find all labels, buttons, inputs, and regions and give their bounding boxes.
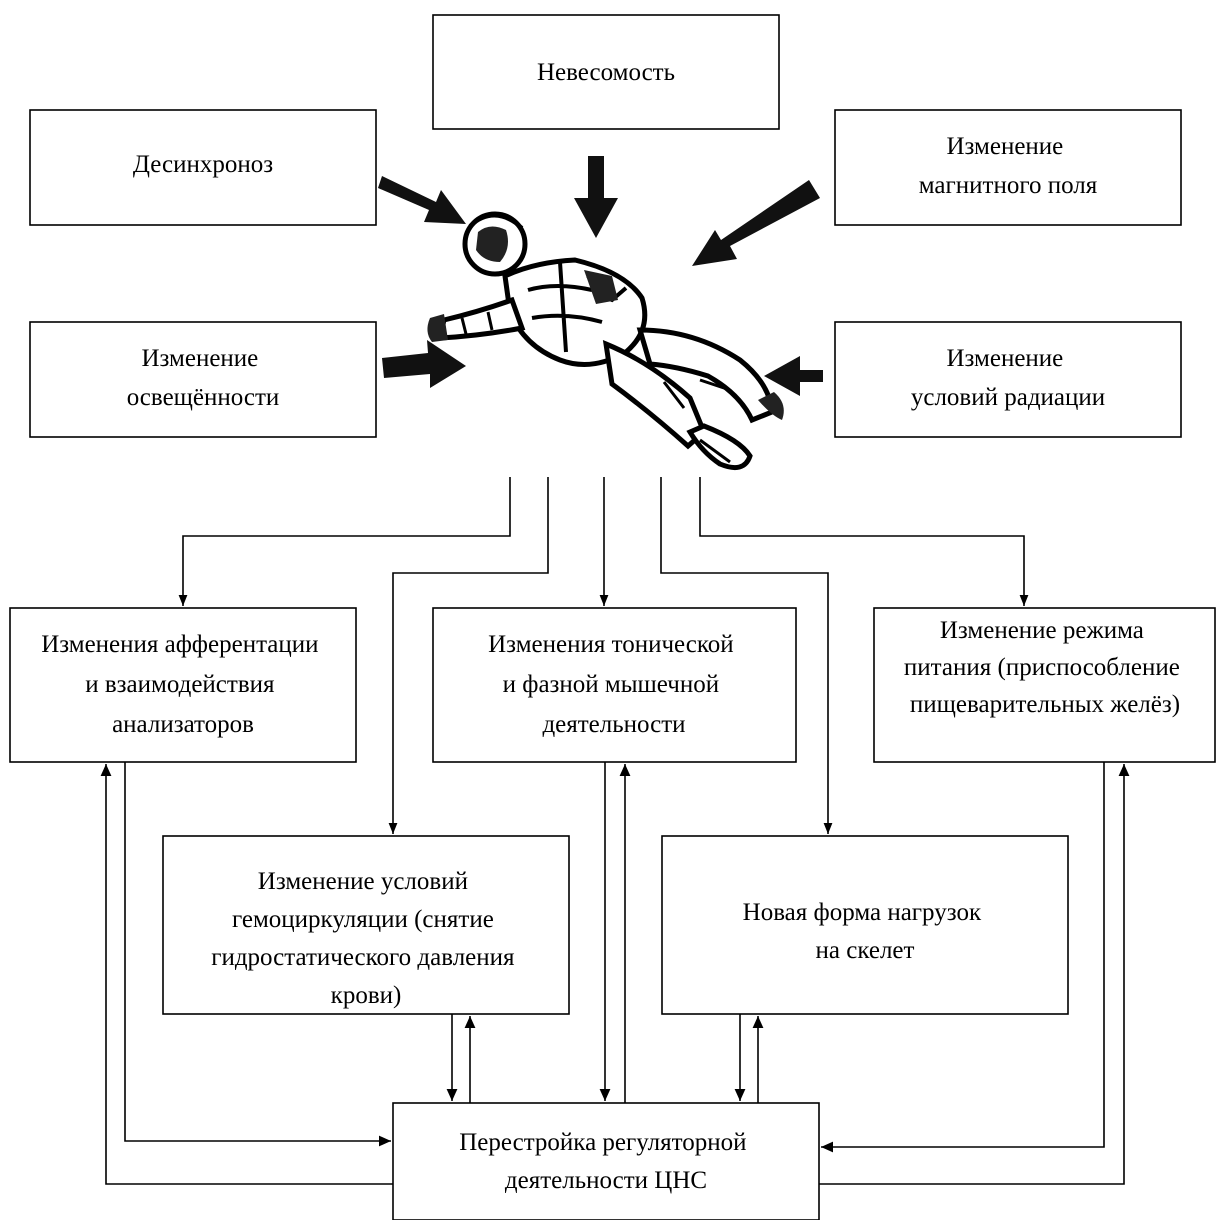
node-cns: Перестройка регуляторной деятельности ЦН…: [392, 1102, 820, 1220]
node-muscle-activity: Изменения тонической и фазной мышечной д…: [432, 607, 797, 763]
arrow-desynchronosis: [378, 176, 466, 224]
edge-cns-to-nutrition: [819, 764, 1130, 1185]
node-magnetic-field-label: Изменение магнитного поля: [919, 133, 1098, 199]
node-radiation-label: Изменение условий радиации: [911, 345, 1105, 411]
connectors-cns: [100, 762, 1130, 1185]
arm: [436, 296, 526, 341]
helmet-icon: [462, 211, 528, 277]
node-nutrition: Изменение режима питания (приспособление…: [873, 607, 1216, 763]
edge-to-nutrition: [699, 477, 1029, 606]
node-skeleton-load-label: Новая форма нагрузок на скелет: [743, 899, 988, 964]
node-magnetic-field: Изменение магнитного поля: [834, 109, 1182, 226]
node-skeleton-load: Новая форма нагрузок на скелет: [661, 835, 1069, 1015]
node-radiation: Изменение условий радиации: [834, 321, 1182, 438]
arrow-illumination: [382, 340, 466, 388]
arrow-radiation: [764, 356, 823, 396]
torso: [502, 257, 648, 367]
node-illumination-label: Изменение освещённости: [127, 345, 280, 411]
node-afferentation-label: Изменения афферентации и взаимодействия …: [41, 631, 325, 738]
edge-nutrition-to-cns: [821, 762, 1105, 1153]
node-nutrition-label: Изменение режима питания (приспособление…: [904, 617, 1186, 718]
edge-afferentation-to-cns: [124, 762, 391, 1147]
edge-to-skeleton-load: [660, 477, 833, 834]
node-desynchronosis-label: Десинхроноз: [133, 151, 273, 178]
node-hemocirculation-label: Изменение условий гемоциркуляции (снятие…: [211, 868, 521, 1009]
edge-cns-to-afferentation: [100, 764, 393, 1185]
node-desynchronosis: Десинхроноз: [29, 109, 377, 226]
edge-to-hemocirculation: [388, 477, 549, 834]
node-weightlessness-label: Невесомость: [537, 59, 675, 86]
node-afferentation: Изменения афферентации и взаимодействия …: [9, 607, 357, 763]
edge-to-afferentation: [178, 477, 511, 606]
arrow-magnetic-field: [692, 180, 820, 266]
factor-arrows: [378, 156, 823, 396]
cosmonaut-figure: [427, 211, 784, 471]
node-cns-label: Перестройка регуляторной деятельности ЦН…: [459, 1129, 753, 1194]
node-hemocirculation: Изменение условий гемоциркуляции (снятие…: [162, 835, 570, 1015]
node-weightlessness: Невесомость: [432, 14, 780, 130]
node-illumination: Изменение освещённости: [29, 321, 377, 438]
node-muscle-activity-label: Изменения тонической и фазной мышечной д…: [488, 631, 740, 738]
arrow-weightlessness: [574, 156, 618, 238]
connectors-top: [178, 477, 1029, 834]
